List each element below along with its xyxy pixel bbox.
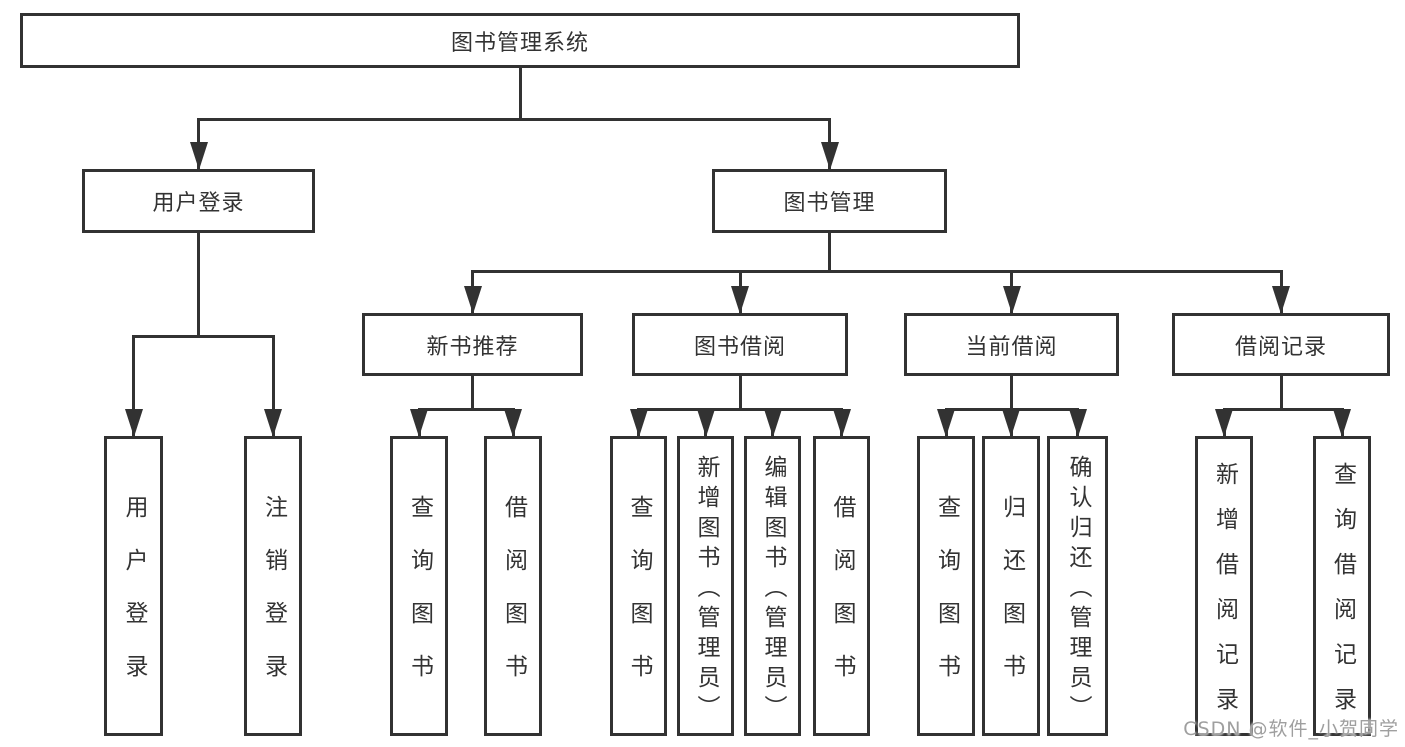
node-logout-action: 注销登录 [244, 436, 302, 736]
node-label: 新书推荐 [426, 334, 519, 360]
connector-vline [471, 376, 474, 411]
node-root: 图书管理系统 [20, 13, 1020, 68]
node-rec-borrow: 借阅图书 [484, 436, 542, 736]
node-cb-return: 归还图书 [982, 436, 1040, 736]
arrow-down-icon [937, 409, 955, 437]
arrow-down-icon [1068, 409, 1087, 437]
node-label: 图书管理系统 [450, 30, 589, 56]
node-book-mgmt: 图书管理 [712, 169, 947, 233]
arrow-down-icon [504, 409, 522, 437]
node-label: 编辑图书（管理员） [760, 454, 786, 725]
connector-hline [637, 408, 843, 411]
arrow-down-icon [124, 409, 143, 437]
node-user-login: 用户登录 [82, 169, 315, 233]
arrow-down-icon [189, 142, 208, 170]
node-label: 查询图书 [626, 495, 652, 707]
connector-hline [197, 118, 831, 121]
node-rec-query: 查询图书 [390, 436, 448, 736]
node-label: 查询图书 [933, 495, 960, 707]
connector-vline [828, 233, 831, 273]
node-label: 查询借阅记录 [1329, 462, 1356, 732]
node-label: 确认归还（管理员） [1065, 454, 1091, 725]
connector-hline [417, 408, 515, 411]
node-bb-add: 新增图书（管理员） [677, 436, 734, 736]
arrow-down-icon [832, 409, 851, 437]
arrow-down-icon [1272, 286, 1290, 314]
node-label: 用户登录 [121, 495, 147, 707]
node-label: 注销登录 [260, 495, 287, 707]
arrow-down-icon [629, 409, 648, 437]
connector-vline [738, 376, 742, 411]
connector-vline [1279, 376, 1283, 411]
connector-vline [518, 68, 522, 121]
node-borrow-records: 借阅记录 [1172, 313, 1390, 376]
node-label: 新增图书（管理员） [693, 454, 719, 725]
node-bb-borrow: 借阅图书 [813, 436, 870, 736]
connector-vline [271, 335, 275, 436]
node-label: 归还图书 [998, 495, 1025, 707]
node-label: 图书管理 [783, 191, 876, 216]
arrow-down-icon [1333, 409, 1351, 437]
node-current-borrow: 当前借阅 [904, 313, 1119, 376]
node-label: 借阅图书 [829, 495, 855, 707]
node-label: 新增借阅记录 [1211, 462, 1238, 732]
connector-hline [471, 270, 1283, 273]
node-label: 借阅图书 [500, 495, 527, 707]
connector-vline [197, 233, 200, 338]
node-br-add: 新增借阅记录 [1195, 436, 1253, 736]
node-label: 用户登录 [152, 191, 245, 216]
connector-hline [132, 335, 275, 338]
node-bb-edit: 编辑图书（管理员） [744, 436, 801, 736]
arrow-down-icon [696, 409, 715, 437]
node-book-borrow: 图书借阅 [632, 313, 848, 376]
arrow-down-icon [1002, 409, 1020, 437]
node-label: 当前借阅 [965, 334, 1058, 360]
connector-vline [1010, 376, 1013, 411]
node-label: 图书借阅 [693, 334, 786, 360]
arrow-down-icon [820, 142, 839, 170]
arrow-down-icon [264, 409, 282, 437]
node-label: 查询图书 [406, 495, 433, 707]
node-login-action: 用户登录 [104, 436, 163, 736]
node-br-query: 查询借阅记录 [1313, 436, 1371, 736]
arrow-down-icon [463, 286, 482, 314]
node-new-book-rec: 新书推荐 [362, 313, 583, 376]
arrow-down-icon [763, 409, 782, 437]
watermark: CSDN @软件_小贺同学 [1183, 718, 1399, 740]
arrow-down-icon [1215, 409, 1233, 437]
arrow-down-icon [410, 409, 428, 437]
node-cb-confirm: 确认归还（管理员） [1047, 436, 1108, 736]
arrow-down-icon [731, 286, 749, 314]
node-cb-query: 查询图书 [917, 436, 975, 736]
arrow-down-icon [1002, 286, 1021, 314]
connector-hline [1222, 408, 1344, 411]
node-label: 借阅记录 [1234, 334, 1327, 360]
connector-vline [132, 335, 135, 436]
node-bb-query: 查询图书 [610, 436, 667, 736]
